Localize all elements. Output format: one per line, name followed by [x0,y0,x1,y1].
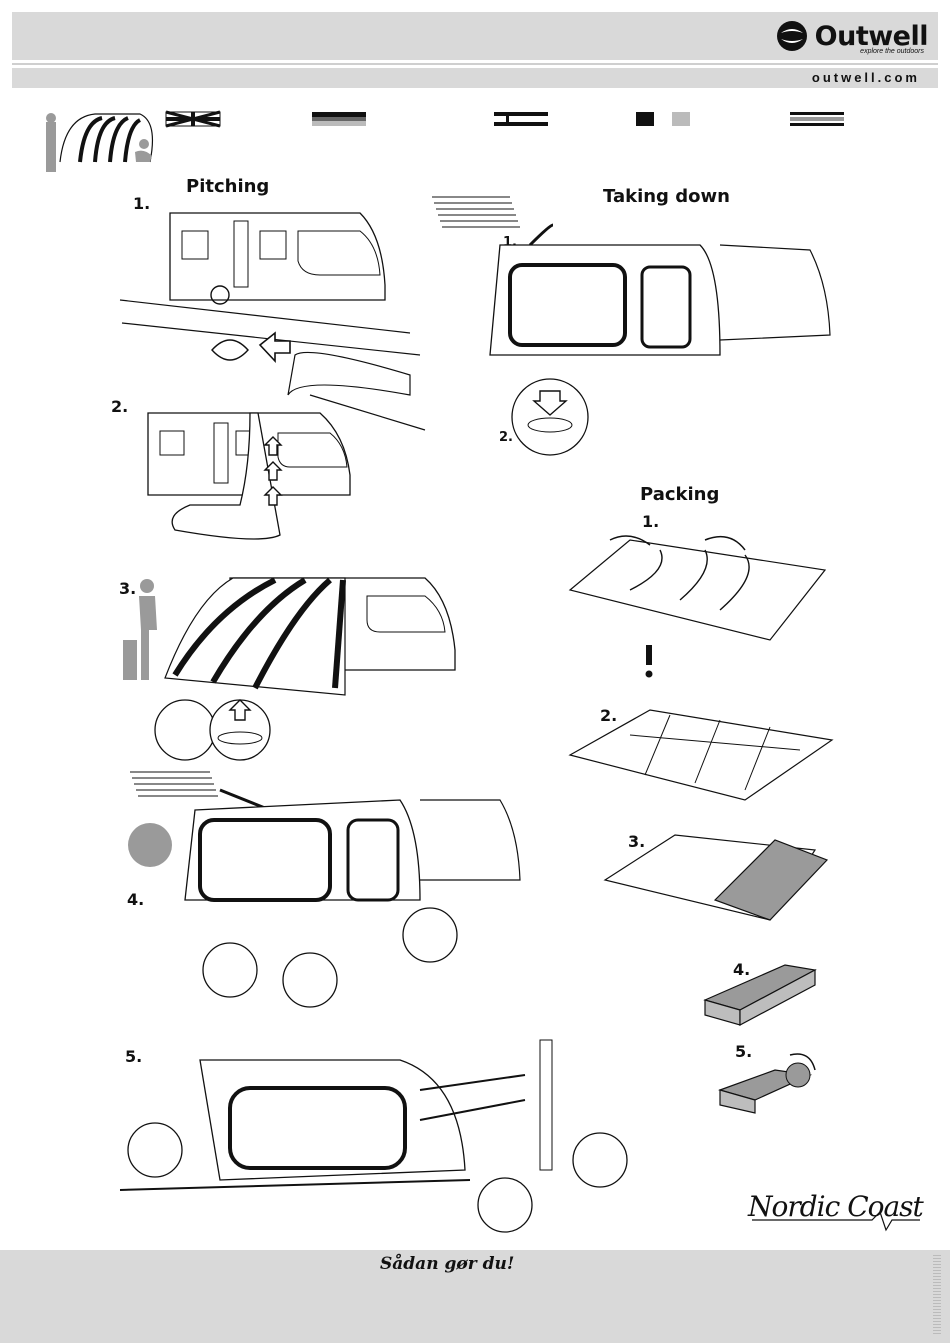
caravan-feed-awning-illustration [140,405,380,555]
pegging-awning-illustration [120,770,470,1010]
flag-fr-icon [636,112,690,126]
footer-script-text: Sådan gør du! [380,1254,514,1274]
outwell-logo-icon [775,19,809,53]
section-title-packing: Packing [640,484,719,505]
packing-fold-illustration-1 [570,530,830,680]
flag-es-icon [790,112,844,126]
awning-user-icon [40,112,160,172]
caravan-rail-illustration [120,205,430,435]
subheader-bar [12,68,938,88]
packing-roll-illustration-4 [700,960,820,1030]
website-url: outwell.com [812,70,920,85]
brand-name: Outwell [815,21,928,52]
deflating-awning-illustration [430,195,830,455]
inflating-awning-illustration [105,570,465,750]
header-divider [12,63,938,65]
flag-uk-icon [166,112,220,126]
packing-step-1: 1. [642,512,659,531]
flag-nl-icon [494,112,548,126]
packing-roll-illustration-5 [715,1045,825,1115]
product-logo-wave [752,1212,922,1232]
fine-print-vertical [933,1255,941,1335]
brand-tagline: explore the outdoors [860,48,924,55]
packing-fold-illustration-2 [570,705,835,805]
awning-attachment-illustration [120,1040,640,1240]
packing-fold-illustration-3 [605,830,830,930]
section-title-pitching: Pitching [186,176,269,197]
flag-de-icon [312,112,366,126]
brand-logo: Outwell explore the outdoors [775,16,928,56]
